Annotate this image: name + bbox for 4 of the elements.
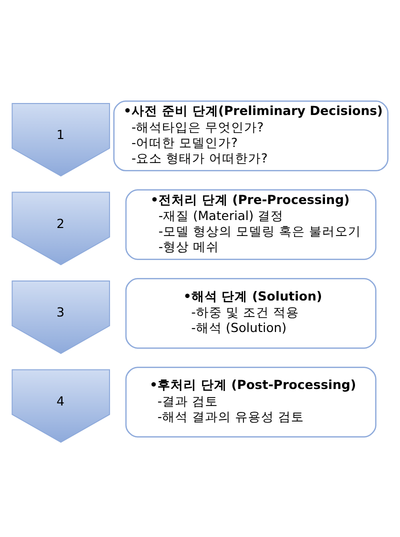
node-box: •후처리 단계 (Post-Processing) -결과 검토 -해석 결과의 유용성 검토 <box>125 366 376 437</box>
node-box: •전처리 단계 (Pre-Processing) -재질 (Material) 결정 -모델 형상의 모델링 혹은 불러오기 -형상 메쉬 <box>125 188 376 260</box>
node-box: •해석 단계 (Solution) -하중 및 조건 적용 -해석 (Solution) <box>125 278 376 348</box>
node-box: •사전 준비 단계(Preliminary Decisions) -해석타입은 무엇인가? -어떠한 모델인가? -요소 형태가 어떠한가? <box>113 100 388 171</box>
